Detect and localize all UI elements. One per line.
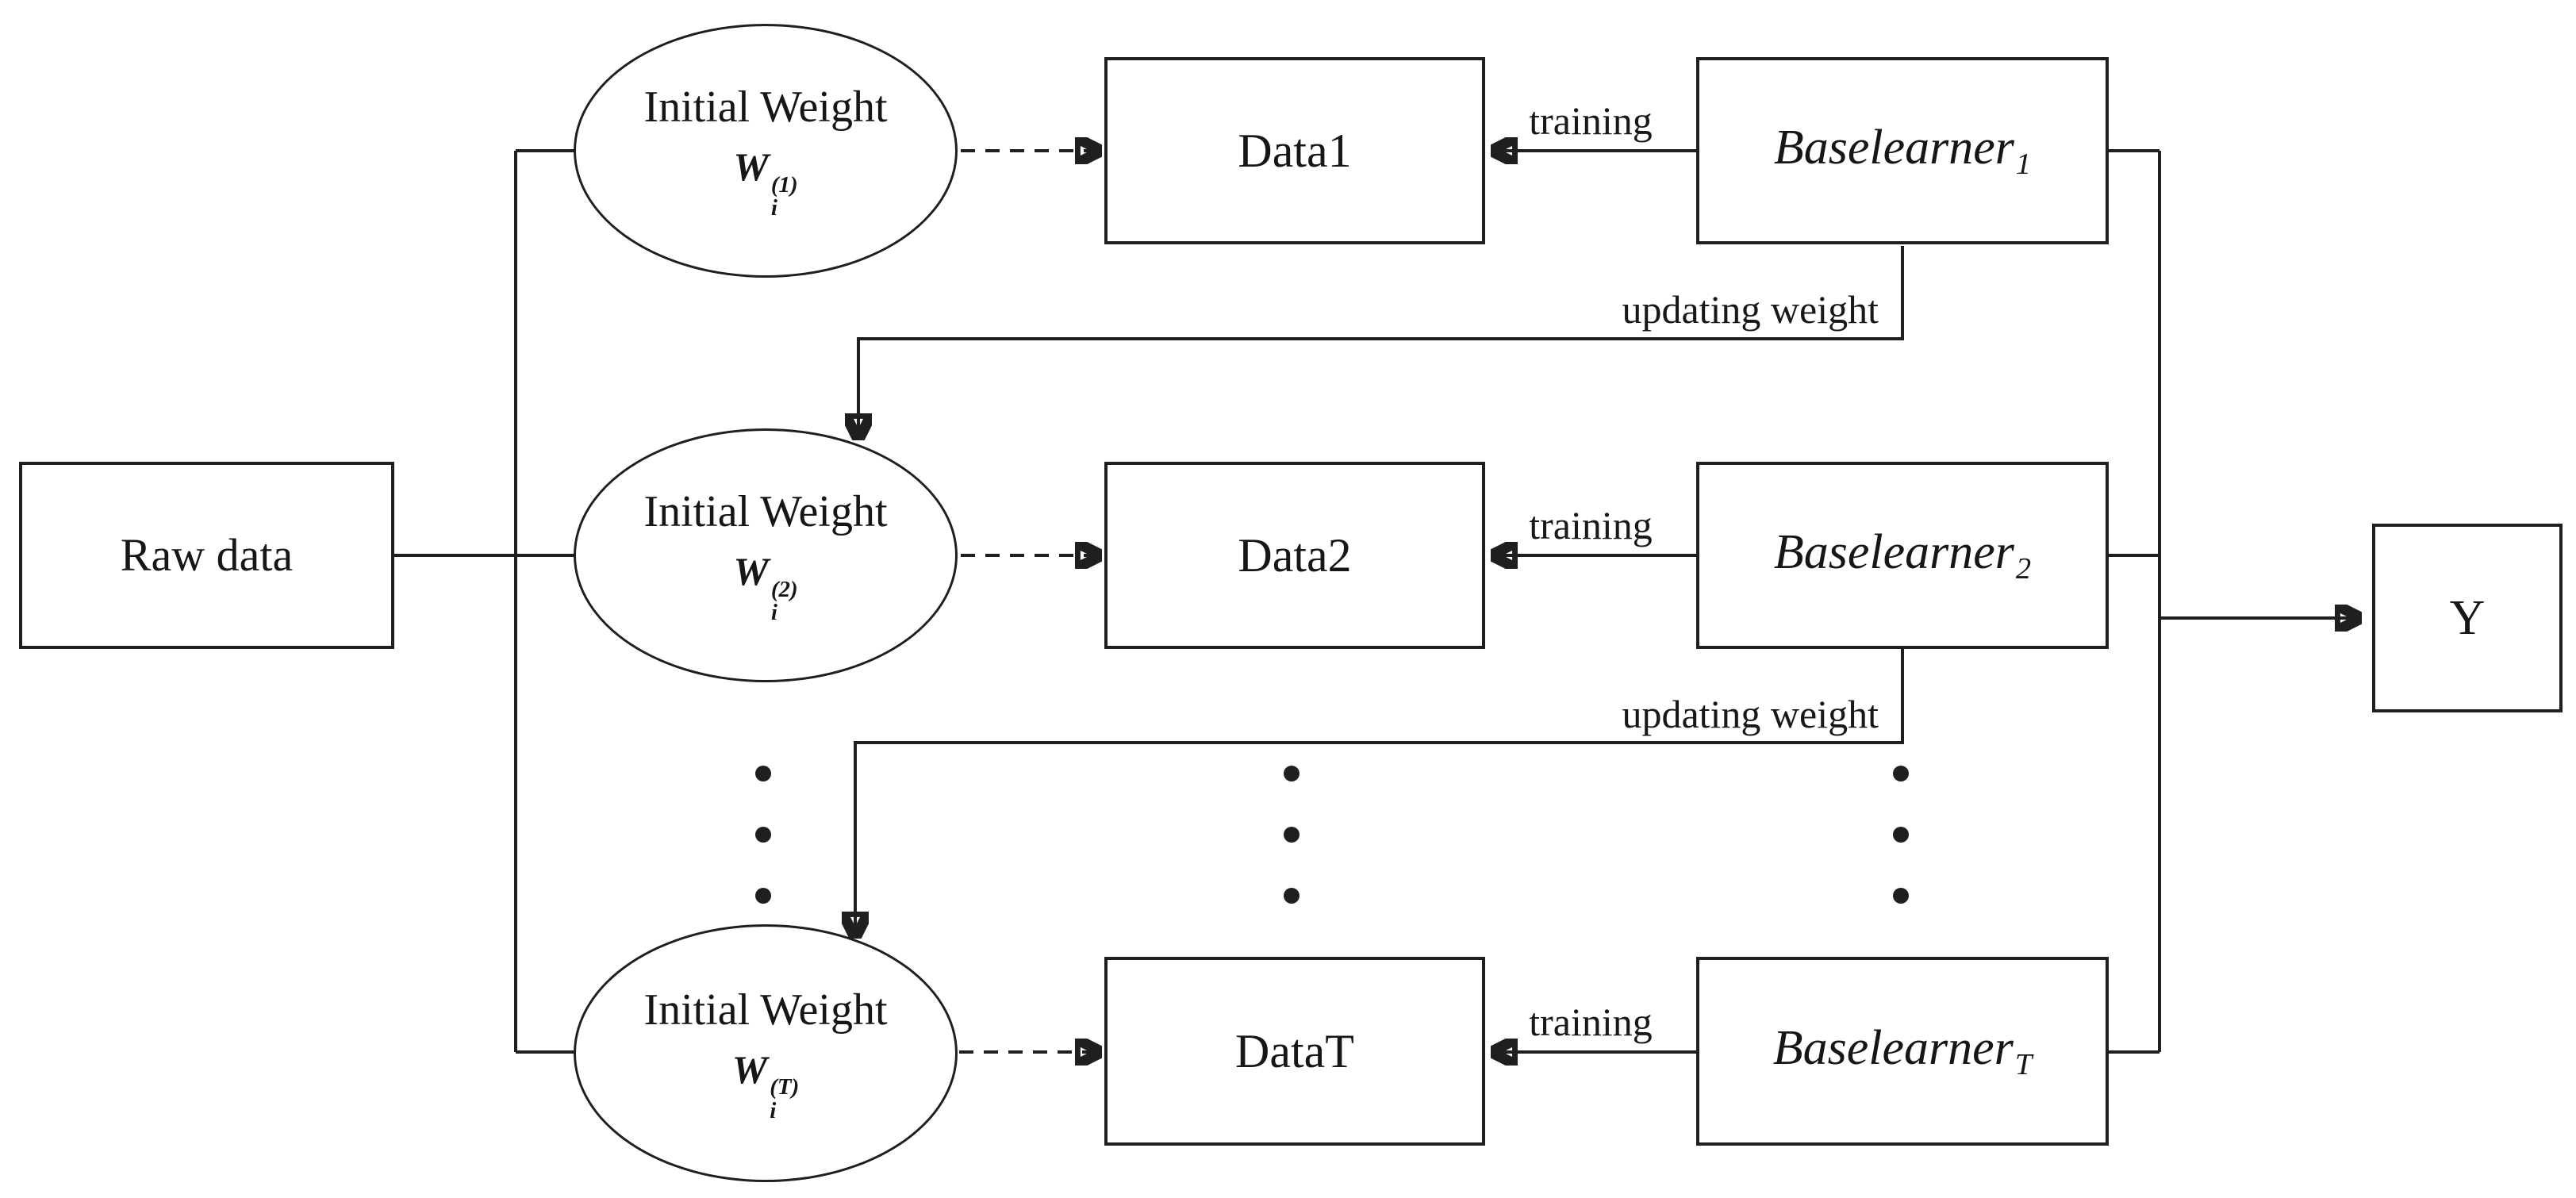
arrow-updating-weight-2 bbox=[855, 649, 1904, 935]
weight-var: W bbox=[731, 1046, 768, 1092]
weight-sup: (1) bbox=[770, 171, 798, 198]
weight-formula-2: W(2)i bbox=[733, 548, 797, 624]
initial-weight-label-1: Initial Weight bbox=[643, 83, 888, 132]
data-node-T: DataT bbox=[1104, 957, 1485, 1146]
baselearner-text: Baselearner bbox=[1773, 120, 2014, 175]
output-y-node: Y bbox=[2372, 524, 2563, 712]
initial-weight-label-2: Initial Weight bbox=[643, 487, 888, 536]
raw-data-label: Raw data bbox=[120, 529, 294, 582]
weight-formula-T: W(T)i bbox=[732, 1046, 800, 1123]
weight-sup: (2) bbox=[770, 576, 798, 602]
weight-sup: (T) bbox=[770, 1074, 800, 1100]
baselearner-node-2: Baselearner2 bbox=[1696, 462, 2109, 649]
weight-sub: i bbox=[770, 195, 777, 221]
baselearner-subscript: T bbox=[2014, 1048, 2033, 1082]
raw-data-node: Raw data bbox=[19, 462, 394, 649]
initial-weight-node-1: Initial Weight W(1)i bbox=[574, 24, 958, 278]
data-label-2: Data2 bbox=[1238, 529, 1352, 582]
data-node-1: Data1 bbox=[1104, 57, 1485, 244]
arrow-updating-weight-1 bbox=[858, 246, 1904, 436]
initial-weight-node-T: Initial Weight W(T)i bbox=[574, 924, 958, 1182]
data-label-1: Data1 bbox=[1238, 125, 1352, 177]
updating-weight-edge-label-2: updating weight bbox=[1622, 692, 1879, 736]
weight-sub: i bbox=[770, 1097, 777, 1123]
data-label-T: DataT bbox=[1235, 1025, 1354, 1077]
baselearner-node-T: BaselearnerT bbox=[1696, 957, 2109, 1146]
initial-weight-label-T: Initial Weight bbox=[643, 985, 888, 1035]
baselearner-text: Baselearner bbox=[1773, 524, 2014, 579]
output-y-label: Y bbox=[2449, 590, 2486, 645]
weight-sub: i bbox=[770, 600, 777, 626]
vertical-ellipsis-dots-learners bbox=[1893, 766, 1909, 904]
training-edge-label-2: training bbox=[1529, 503, 1653, 547]
baselearner-label-1: Baselearner1 bbox=[1774, 121, 2031, 182]
baselearner-subscript: 1 bbox=[2015, 148, 2032, 182]
weight-formula-1: W(1)i bbox=[733, 144, 797, 220]
updating-weight-edge-label-1: updating weight bbox=[1622, 287, 1879, 332]
baselearner-text: Baselearner bbox=[1772, 1020, 2014, 1075]
data-node-2: Data2 bbox=[1104, 462, 1485, 649]
weight-var: W bbox=[733, 549, 769, 594]
baselearner-node-1: Baselearner1 bbox=[1696, 57, 2109, 244]
initial-weight-node-2: Initial Weight W(2)i bbox=[574, 428, 958, 682]
baselearner-subscript: 2 bbox=[2015, 552, 2032, 586]
baselearner-label-2: Baselearner2 bbox=[1774, 525, 2031, 586]
training-edge-label-3: training bbox=[1529, 1000, 1653, 1044]
weight-var: W bbox=[733, 144, 769, 190]
vertical-ellipsis-dots-data bbox=[1284, 766, 1300, 904]
training-edge-label-1: training bbox=[1529, 98, 1653, 143]
baselearner-label-T: BaselearnerT bbox=[1773, 1021, 2032, 1082]
vertical-ellipsis-dots-weights bbox=[755, 766, 771, 904]
